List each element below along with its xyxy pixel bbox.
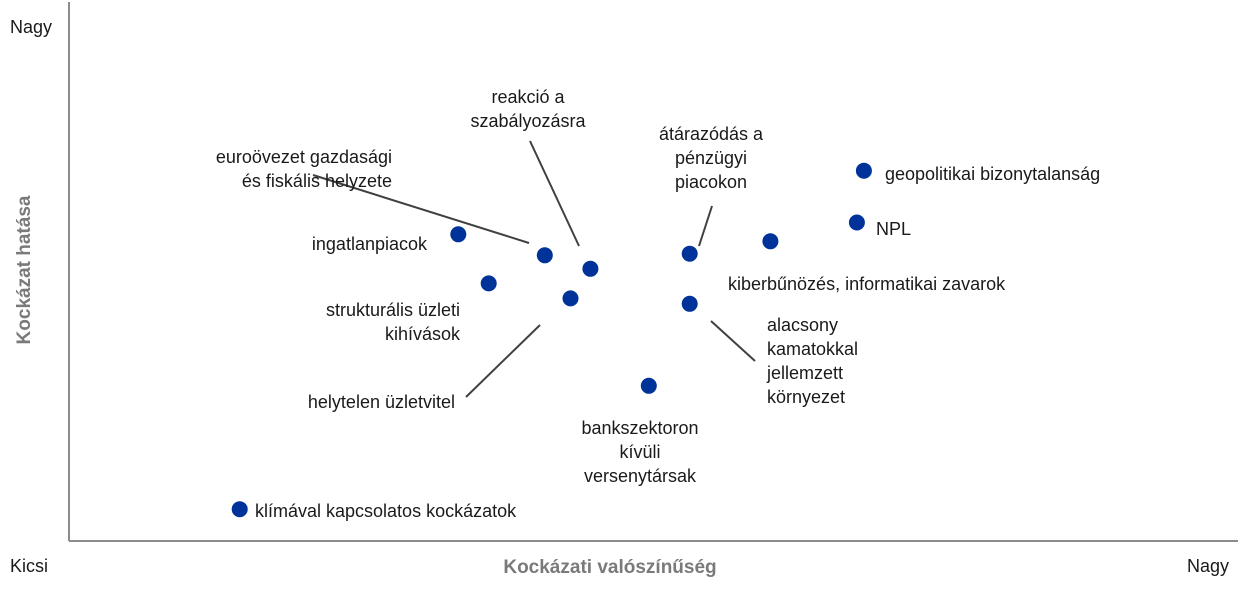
data-point: [582, 260, 599, 277]
point-label: NPL: [876, 219, 911, 239]
data-point: [855, 162, 872, 179]
point-label-line: strukturális üzleti: [326, 300, 460, 320]
y-axis-title: Kockázat hatása: [14, 195, 35, 344]
point-label-line: kiberbűnözés, informatikai zavarok: [728, 274, 1006, 294]
point-label: bankszektoron kívüli versenytársak: [581, 418, 698, 486]
point-label-line: euroövezet gazdasági: [216, 147, 392, 167]
point-label-line: kamatokkal: [767, 339, 858, 359]
point-label-line: versenytársak: [584, 466, 697, 486]
point-label: klímával kapcsolatos kockázatok: [255, 501, 517, 521]
point-label: alacsony kamatokkal jellemzett környezet: [766, 315, 858, 407]
point-label-line: szabályozásra: [470, 111, 586, 131]
x-axis-high-label: Nagy: [1187, 556, 1229, 576]
data-point: [681, 245, 698, 262]
data-point: [562, 290, 579, 307]
point-label-line: NPL: [876, 219, 911, 239]
origin-label: Kicsi: [10, 556, 48, 576]
point-label: kiberbűnözés, informatikai zavarok: [728, 274, 1006, 294]
leader-line-low-rates: [710, 320, 756, 362]
point-label-line: geopolitikai bizonytalanság: [885, 164, 1100, 184]
point-label: ingatlanpiacok: [312, 234, 428, 254]
point-label-line: kihívások: [385, 324, 461, 344]
point-label-line: reakció a: [491, 87, 565, 107]
point-label: geopolitikai bizonytalanság: [885, 164, 1100, 184]
data-point: [450, 226, 467, 243]
leader-line-repricing: [698, 205, 713, 247]
data-point: [536, 247, 553, 264]
point-label-line: klímával kapcsolatos kockázatok: [255, 501, 517, 521]
point-label: strukturális üzleti kihívások: [326, 300, 461, 344]
leader-line-eurozone: [312, 174, 530, 244]
point-label-line: helytelen üzletvitel: [308, 392, 455, 412]
data-point: [681, 295, 698, 312]
data-point: [848, 214, 865, 231]
axes: [68, 2, 1238, 542]
data-point: [231, 501, 248, 518]
point-label: euroövezet gazdasági és fiskális helyzete: [216, 147, 392, 191]
point-label-line: és fiskális helyzete: [242, 171, 392, 191]
leader-lines: [312, 140, 756, 398]
point-label: átárazódás a pénzügyi piacokon: [659, 124, 764, 192]
point-label-line: jellemzett: [766, 363, 843, 383]
point-label-line: átárazódás a: [659, 124, 764, 144]
data-point: [480, 275, 497, 292]
point-label: reakció a szabályozásra: [470, 87, 586, 131]
data-points: [231, 162, 872, 518]
x-axis-title: Kockázati valószínűség: [503, 557, 716, 578]
point-label-line: alacsony: [767, 315, 838, 335]
point-label: helytelen üzletvitel: [308, 392, 455, 412]
data-point: [762, 233, 779, 250]
point-label-line: bankszektoron: [581, 418, 698, 438]
point-label-line: környezet: [767, 387, 845, 407]
point-label-line: ingatlanpiacok: [312, 234, 428, 254]
leader-line-regulation: [529, 140, 580, 247]
point-label-line: piacokon: [675, 172, 747, 192]
point-label-line: pénzügyi: [675, 148, 747, 168]
leader-line-misconduct: [465, 324, 541, 398]
data-point: [640, 377, 657, 394]
y-axis-high-label: Nagy: [10, 17, 52, 37]
point-label-line: kívüli: [619, 442, 660, 462]
